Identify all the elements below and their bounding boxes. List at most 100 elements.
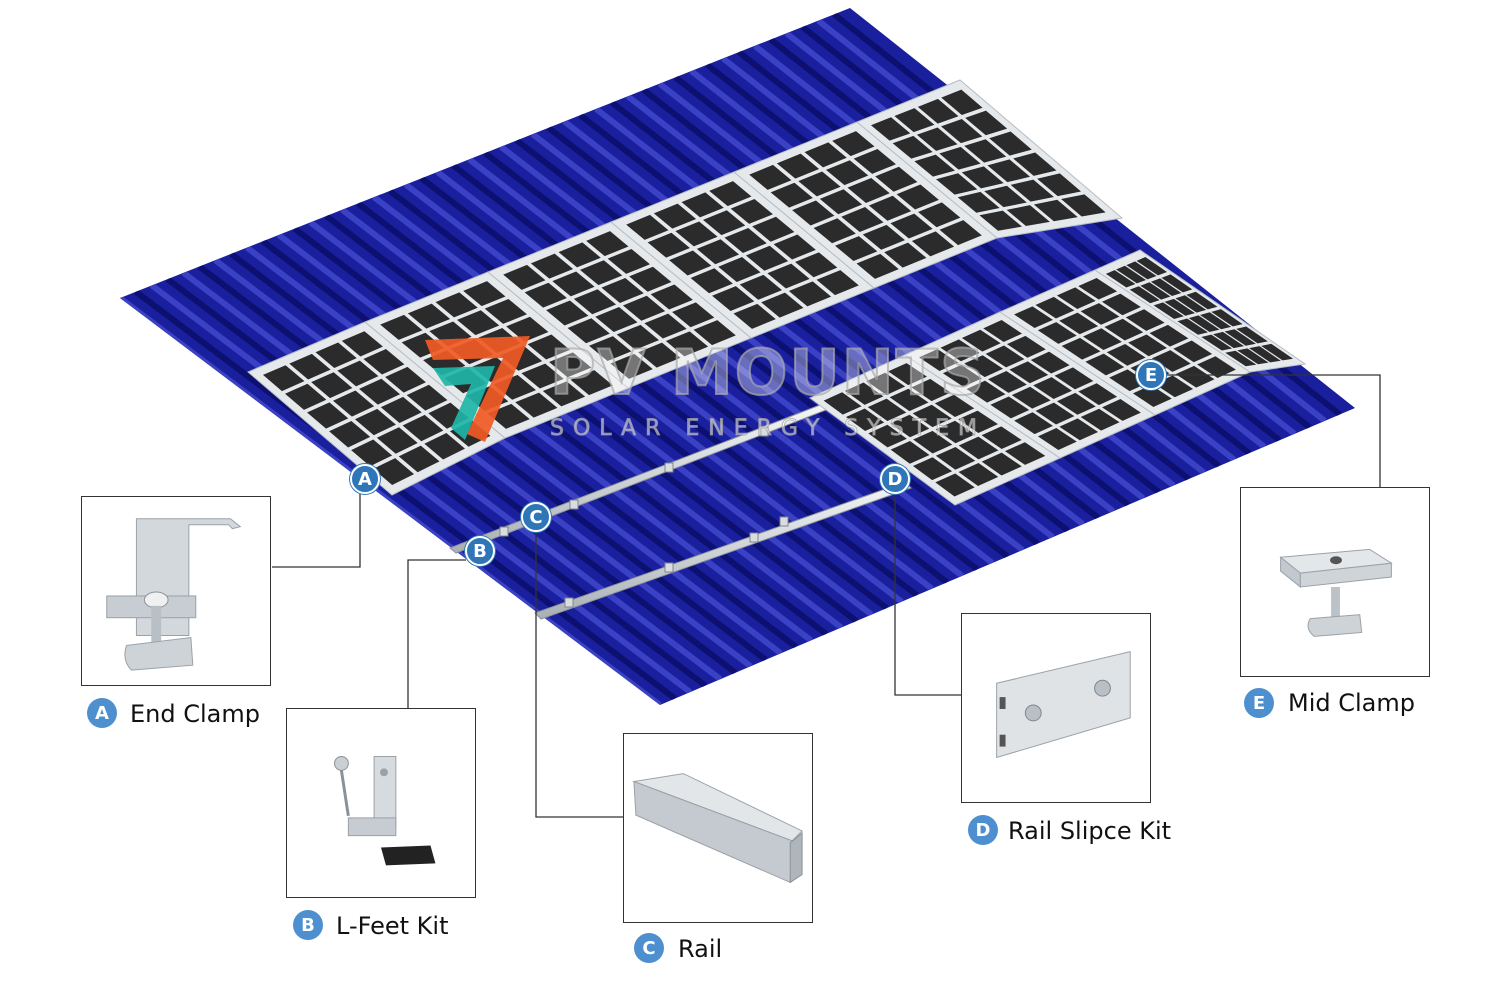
marker-c[interactable]: C: [521, 502, 551, 532]
solar-cell: [638, 342, 681, 368]
solar-cell: [1140, 282, 1171, 300]
solar-cell: [1132, 385, 1172, 407]
solar-cell: [647, 232, 690, 258]
solar-cell: [1150, 278, 1182, 297]
solar-cell: [798, 171, 841, 197]
solar-cell: [376, 427, 418, 454]
solar-cell: [957, 191, 1000, 213]
solar-cell: [1102, 293, 1141, 316]
solar-cell: [890, 414, 930, 438]
solar-cell: [1083, 328, 1122, 351]
solar-cell: [307, 402, 349, 429]
roof-ridge: [372, 194, 904, 605]
roof-ridge: [181, 270, 723, 682]
solar-cell: [835, 236, 878, 262]
leader-line-d: [894, 493, 962, 696]
solar-cell: [813, 218, 856, 244]
rail-splice-kit-photo: [961, 613, 1151, 803]
solar-cell: [1033, 377, 1072, 400]
solar-cell: [527, 334, 570, 360]
solar-cell: [773, 234, 816, 260]
solar-cell: [912, 404, 952, 428]
solar-cell: [989, 131, 1032, 156]
solar-cell: [570, 370, 613, 396]
solar-cell: [542, 381, 586, 407]
solar-cell: [868, 424, 907, 448]
roof-ridge: [165, 276, 708, 689]
solar-cell: [1116, 265, 1146, 284]
roof-ridge: [292, 226, 829, 637]
solar-cell: [981, 426, 1022, 449]
solar-cell: [845, 408, 885, 432]
solar-cell: [1211, 309, 1243, 327]
marker-a[interactable]: A: [350, 464, 380, 494]
solar-cell: [939, 220, 982, 246]
solar-cell: [752, 216, 795, 242]
solar-cell: [558, 242, 601, 268]
solar-cell: [650, 284, 693, 310]
solar-cell: [983, 320, 1023, 342]
solar-cell: [804, 142, 847, 168]
solar-cell: [1030, 351, 1070, 374]
caption-rail: Rail: [678, 935, 723, 963]
solar-cell: [675, 221, 718, 247]
solar-panel: [610, 171, 875, 339]
solar-cell: [696, 239, 740, 265]
solar-cell: [936, 173, 978, 195]
marker-d[interactable]: D: [880, 464, 910, 494]
solar-cell: [626, 214, 669, 240]
solar-cell: [730, 198, 773, 224]
solar-cell: [761, 292, 804, 318]
solar-cell: [866, 372, 906, 395]
solar-cell: [935, 446, 976, 470]
solar-cell: [1129, 286, 1160, 304]
caption-mid-clamp: Mid Clamp: [1288, 689, 1415, 717]
solar-cell: [1004, 442, 1046, 465]
caption-rail-splice-kit: Rail Slipce Kit: [1008, 817, 1172, 845]
solar-cell: [935, 420, 976, 444]
solar-cell: [826, 160, 869, 186]
l-feet-kit-icon: [334, 756, 436, 866]
mid-clamp-photo: [1240, 487, 1430, 677]
solar-cell: [832, 131, 875, 157]
solar-cell: [1054, 367, 1094, 390]
legend-marker-e: E: [1244, 688, 1274, 718]
roof-ridge: [229, 251, 768, 663]
solar-cell: [595, 307, 638, 333]
solar-cell: [285, 383, 327, 410]
roof-ridge: [435, 169, 965, 579]
l-foot: [499, 526, 509, 537]
marker-e[interactable]: E: [1136, 360, 1166, 390]
solar-cell: [1200, 312, 1232, 330]
solar-cell: [530, 253, 574, 279]
solar-cell: [792, 200, 835, 226]
roof-ridge: [467, 156, 995, 566]
solar-cell: [985, 345, 1025, 368]
leader-line-e: [1166, 374, 1381, 488]
solar-cell: [767, 263, 810, 289]
solar-cell: [940, 339, 980, 362]
solar-cell: [315, 342, 357, 369]
solar-cell: [816, 270, 859, 296]
solar-cell: [917, 98, 959, 124]
solar-cell: [1010, 179, 1054, 202]
roof-ridge: [356, 201, 889, 611]
solar-cell: [329, 420, 371, 448]
solar-cell: [819, 189, 863, 215]
solar-cell: [1126, 261, 1157, 280]
solar-cell: [935, 473, 975, 497]
solar-cell: [709, 181, 752, 207]
solar-cell: [1037, 428, 1077, 450]
solar-cell: [333, 390, 375, 417]
l-foot: [664, 562, 674, 573]
roof-ridge: [149, 282, 693, 695]
roof-ridge: [483, 150, 1010, 559]
solar-cell: [1236, 326, 1268, 344]
solar-cell: [586, 231, 629, 257]
legend-marker-a: A: [87, 698, 117, 728]
solar-cell: [1237, 348, 1269, 365]
marker-b[interactable]: B: [465, 536, 495, 566]
solar-cell: [552, 271, 595, 297]
legend-marker-b: B: [293, 910, 323, 940]
solar-cell: [1007, 335, 1046, 358]
